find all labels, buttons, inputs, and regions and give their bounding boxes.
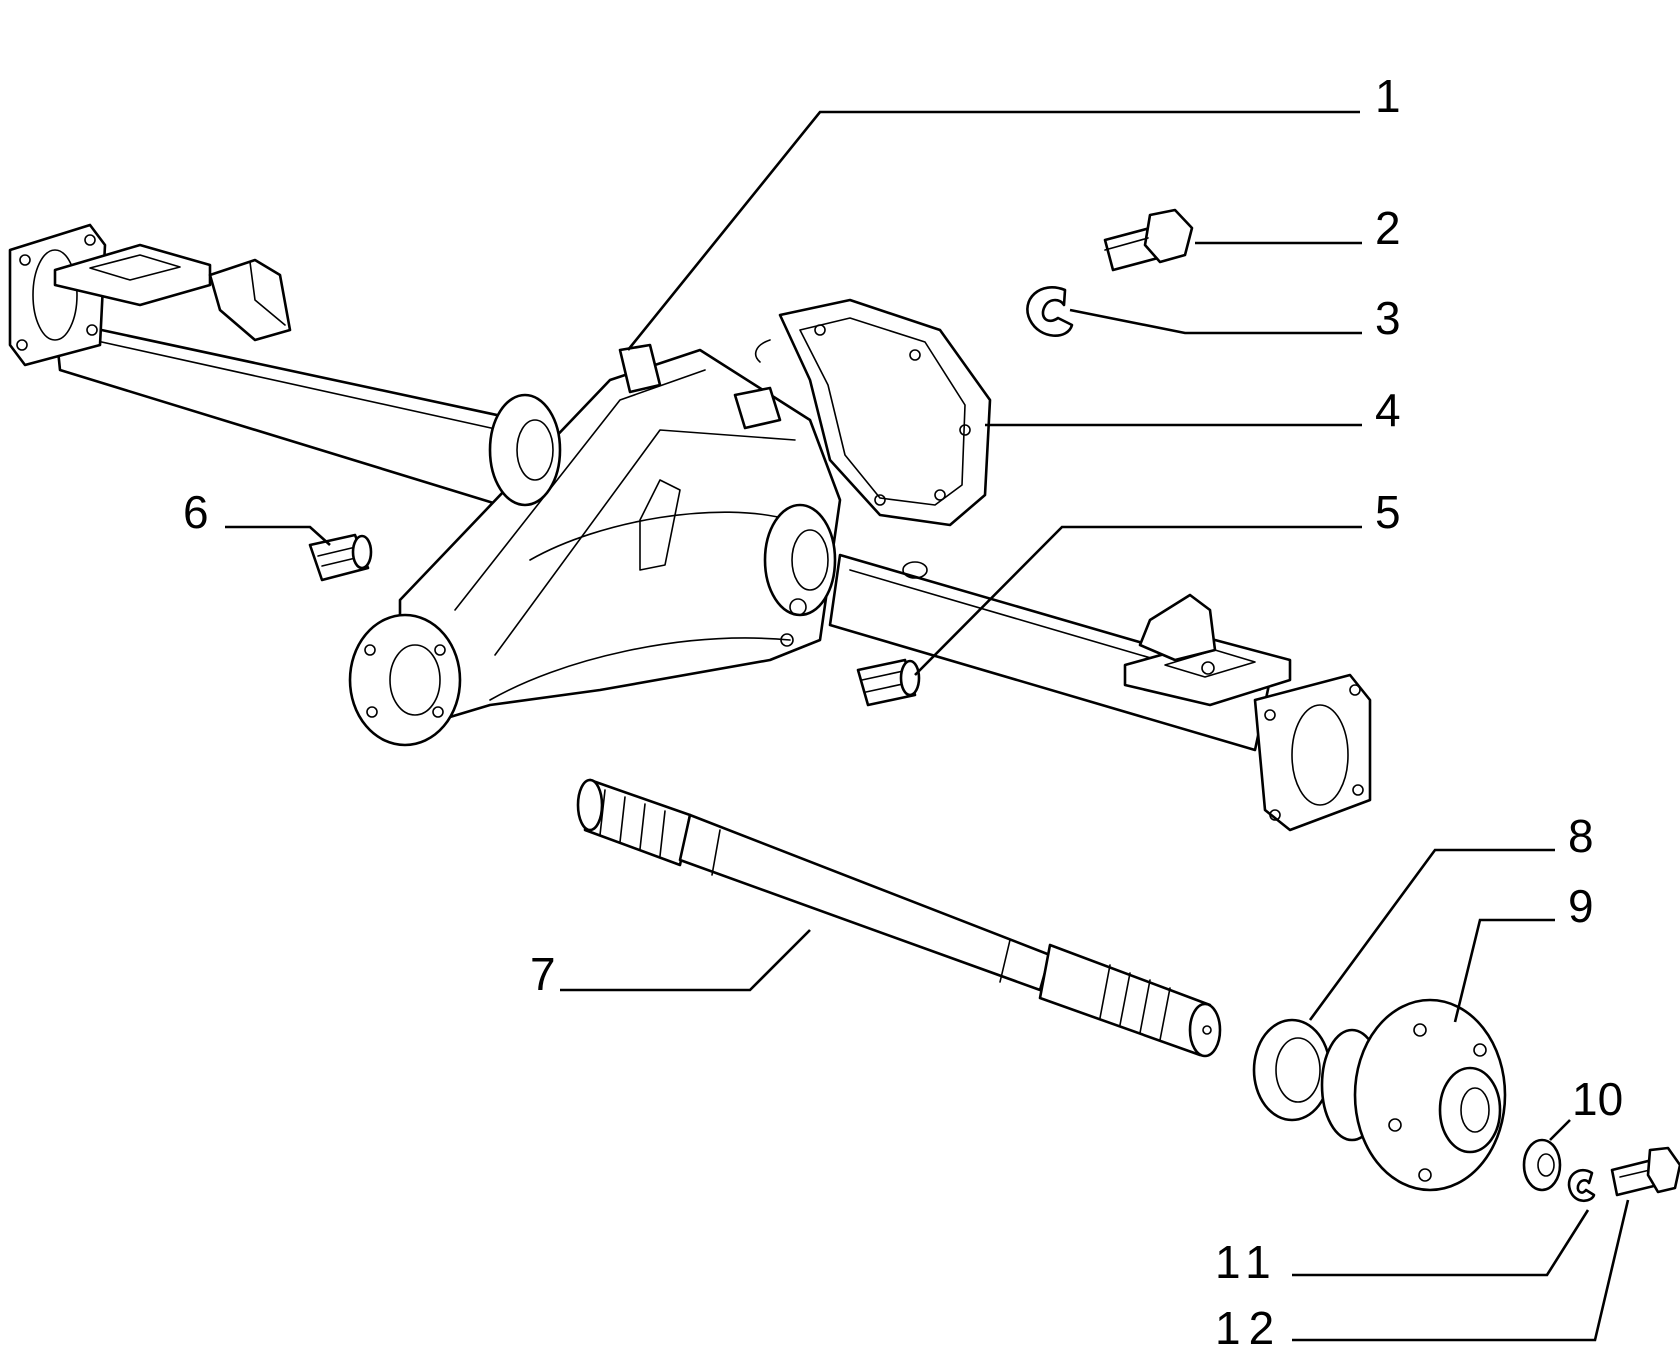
leader-10	[1549, 1119, 1571, 1141]
breather-plug-6	[308, 533, 373, 582]
callout-5: 5	[1375, 486, 1401, 538]
washer-10	[1522, 1138, 1562, 1192]
cover-gasket	[754, 298, 992, 527]
leader-11	[1292, 1209, 1590, 1277]
leader-5	[914, 525, 1362, 676]
callout-labels: 1 2 3 4 5 6 7 8 9 10 11 12	[183, 70, 1623, 1350]
leader-9	[1453, 918, 1555, 1023]
wheel-hub	[1320, 998, 1507, 1192]
axle-housing	[8, 223, 1372, 832]
leader-6	[225, 525, 331, 546]
callout-3: 3	[1375, 292, 1401, 344]
drain-plug-5	[856, 658, 921, 707]
leader-8	[1308, 848, 1555, 1021]
callout-9: 9	[1568, 880, 1594, 932]
leader-12	[1292, 1199, 1630, 1342]
split-washer	[1026, 286, 1074, 337]
callout-10: 10	[1572, 1073, 1623, 1125]
split-washer-11	[1567, 1168, 1596, 1203]
callout-12: 12	[1215, 1302, 1282, 1350]
leader-3	[1069, 308, 1362, 335]
bolt	[1103, 208, 1194, 272]
leader-lines	[225, 110, 1630, 1342]
callout-4: 4	[1375, 384, 1401, 436]
bolt-12	[1610, 1146, 1680, 1197]
callout-8: 8	[1568, 810, 1594, 862]
callout-11: 11	[1215, 1236, 1279, 1288]
axle-shaft	[576, 778, 1222, 1058]
callout-6: 6	[183, 486, 209, 538]
leader-1	[626, 110, 1360, 351]
leader-7	[560, 929, 811, 992]
callout-7: 7	[530, 948, 556, 1000]
callout-2: 2	[1375, 202, 1401, 254]
oil-seal	[1252, 1018, 1332, 1122]
callout-1: 1	[1375, 70, 1401, 122]
